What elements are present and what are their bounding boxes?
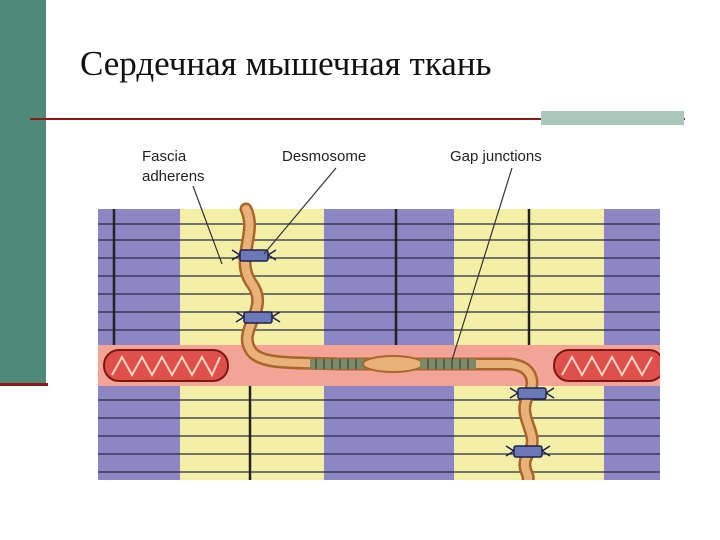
pointer-fascia-adherens [192,185,223,265]
gap-junction-region [310,355,476,373]
label-gap-junctions: Gap junctions [450,148,542,165]
mitochondrion-left [103,349,229,382]
upper-cell [98,209,660,345]
slide-title: Сердечная мышечная ткань [80,44,492,83]
pointer-gap-junctions [451,167,513,361]
desmosome-3 [509,387,555,400]
lower-cell [98,386,660,480]
label-fascia-adherens-line2: adherens [142,168,205,185]
cardiac-muscle-diagram: Fascia adherens Desmosome Gap junctions [98,134,660,480]
desmosome-2 [235,311,281,324]
label-fascia-adherens-line1: Fascia [142,148,187,165]
desmosome-1 [231,249,277,262]
pointer-desmosome [263,167,337,255]
desmosome-4 [505,445,551,458]
decorative-accent-block [541,111,684,125]
title-underline [30,118,685,120]
label-desmosome: Desmosome [282,148,366,165]
mitochondrion-right [553,349,660,382]
decorative-side-rule [0,383,48,386]
decorative-side-bar [0,0,46,384]
